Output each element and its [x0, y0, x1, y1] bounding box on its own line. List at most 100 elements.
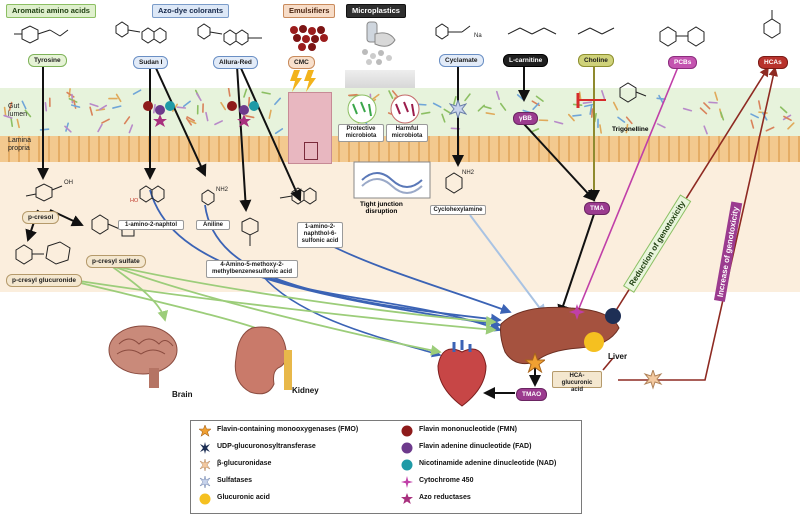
disrupted-epithelium — [288, 92, 332, 164]
darkred-circle-icon — [401, 425, 413, 437]
bacterium — [783, 115, 792, 122]
bacterium — [714, 91, 719, 101]
kidney-label: Kidney — [292, 386, 319, 395]
bacterium — [68, 88, 71, 98]
bacterium — [572, 114, 582, 117]
brain-icon — [108, 325, 178, 388]
legend-azo-reductases: Azo reductases — [419, 494, 471, 501]
header-aromatic-amino-acids: Aromatic amino acids — [6, 4, 96, 18]
bacterium — [582, 101, 593, 105]
bacterium — [245, 115, 255, 119]
bacterium — [65, 122, 69, 132]
arrow-cyclohexylamine-liver — [469, 214, 547, 317]
bacterium — [554, 120, 564, 125]
bacterium — [371, 93, 380, 101]
bacterium — [220, 101, 227, 111]
tma-pill: TMA — [584, 202, 611, 215]
pcbs-pill: PCBs — [668, 56, 698, 69]
pcresyl-glucuronide-structure-icon — [15, 241, 71, 265]
bacterium — [112, 105, 122, 109]
cmc-pill: CMC — [288, 56, 315, 69]
bacterium — [443, 108, 452, 115]
bacterium — [68, 97, 78, 103]
bacterium — [101, 118, 110, 124]
protective-microbiota-label: Protective microbiota — [338, 124, 384, 142]
sodium-label: Na — [474, 33, 482, 39]
tyrosine-pill: Tyrosine — [28, 54, 67, 67]
bacterium — [195, 92, 202, 102]
yellow-circle-icon — [199, 493, 211, 505]
bacterium — [187, 119, 197, 125]
bacterium — [391, 90, 399, 98]
bacterium — [3, 114, 13, 119]
aniline-nh2-label: NH2 — [216, 187, 229, 193]
connector-liver-hca-glucuronic — [602, 357, 614, 371]
arrow-methoxy-heart — [261, 274, 442, 358]
arrow-glucuronide-liver — [59, 277, 497, 335]
bacterium — [182, 100, 191, 108]
bacterium — [589, 105, 593, 115]
bacterium — [590, 108, 594, 118]
navy-burst-icon — [200, 442, 210, 454]
pcresyl-sulfate-pill: p-cresyl sulfate — [86, 255, 146, 268]
bacterium — [530, 128, 540, 133]
purple-circle-icon — [401, 442, 413, 454]
bacterium — [274, 97, 282, 106]
bacterium — [532, 102, 540, 111]
bacterium — [703, 102, 711, 110]
bacterium — [274, 128, 284, 135]
bacterium — [132, 89, 142, 95]
bacterium — [787, 122, 795, 130]
hcas-structure-icon — [763, 10, 781, 39]
bacterium — [708, 101, 718, 104]
arrow-tma-liver — [557, 213, 595, 317]
glucuronic-acid-dot — [584, 332, 604, 352]
amino-naphthol-sulfonic-label: 1-amino-2- naphthol-6- sulfonic acid — [297, 222, 343, 248]
bacterium — [599, 124, 602, 134]
cmc-beads-icon — [290, 25, 328, 51]
choline-structure-icon — [577, 27, 615, 35]
bacterium — [123, 116, 131, 125]
bacterium — [535, 95, 544, 102]
bacterium — [261, 91, 271, 95]
bacterium — [128, 124, 134, 134]
microplastics-funnel — [345, 70, 415, 88]
bacterium — [348, 93, 358, 97]
sudan-pill: Sudan I — [133, 56, 169, 69]
carnitine-pill: L-carnitine — [503, 54, 549, 67]
tight-junction-gap — [304, 142, 318, 160]
pcresol-pill: p-cresol — [22, 211, 60, 224]
tyrosine-structure-icon — [14, 25, 69, 44]
tight-junction-zoom-icon — [353, 161, 431, 199]
bacterium — [452, 95, 457, 106]
cyclohexylamine-structure-icon — [445, 172, 463, 194]
arrow-sulfate-brain — [109, 264, 169, 322]
legend-fad: Flavin adenine dinucleotide (FAD) — [419, 443, 532, 450]
bacterium — [420, 111, 431, 115]
hcas-pill: HCAs — [758, 56, 788, 69]
bacterium — [658, 94, 664, 104]
heart-icon — [437, 340, 487, 407]
bacterium — [699, 107, 708, 115]
legend-ugt: UDP-glucuronosyltransferase — [217, 443, 316, 450]
amino-naphtol-label: 1-amino-2-naphtol — [118, 220, 184, 230]
lightning-icon — [290, 70, 316, 92]
arrow-allura-sulfonic — [239, 65, 302, 202]
bacterium — [617, 116, 626, 123]
bacterium — [214, 120, 223, 126]
cyclamate-pill: Cyclamate — [439, 54, 484, 67]
bacterium — [227, 88, 231, 97]
bacterium — [583, 103, 594, 108]
legend-fmo: Flavin-containing monooxygenases (FMO) — [217, 426, 359, 433]
trigonelline-structure-icon — [619, 82, 647, 103]
amino-methoxy-text: 4-Amino-5-methoxy-2- methylbenzenesulfon… — [211, 262, 293, 275]
arrow-sulfate-liver — [109, 264, 497, 327]
allura-structure-icon — [197, 23, 262, 46]
cyclohexylamine-nh2-label: NH2 — [462, 170, 475, 176]
sulfatase-burst-icon — [449, 100, 467, 118]
bacterium — [485, 112, 496, 116]
legend-nad: Nicotinamide adenine dinucleotide (NAD) — [419, 460, 557, 467]
bacterium — [8, 101, 13, 112]
arrow-allura-methoxy — [236, 65, 252, 212]
gut-lumen-label: Gut lumen — [8, 103, 28, 118]
